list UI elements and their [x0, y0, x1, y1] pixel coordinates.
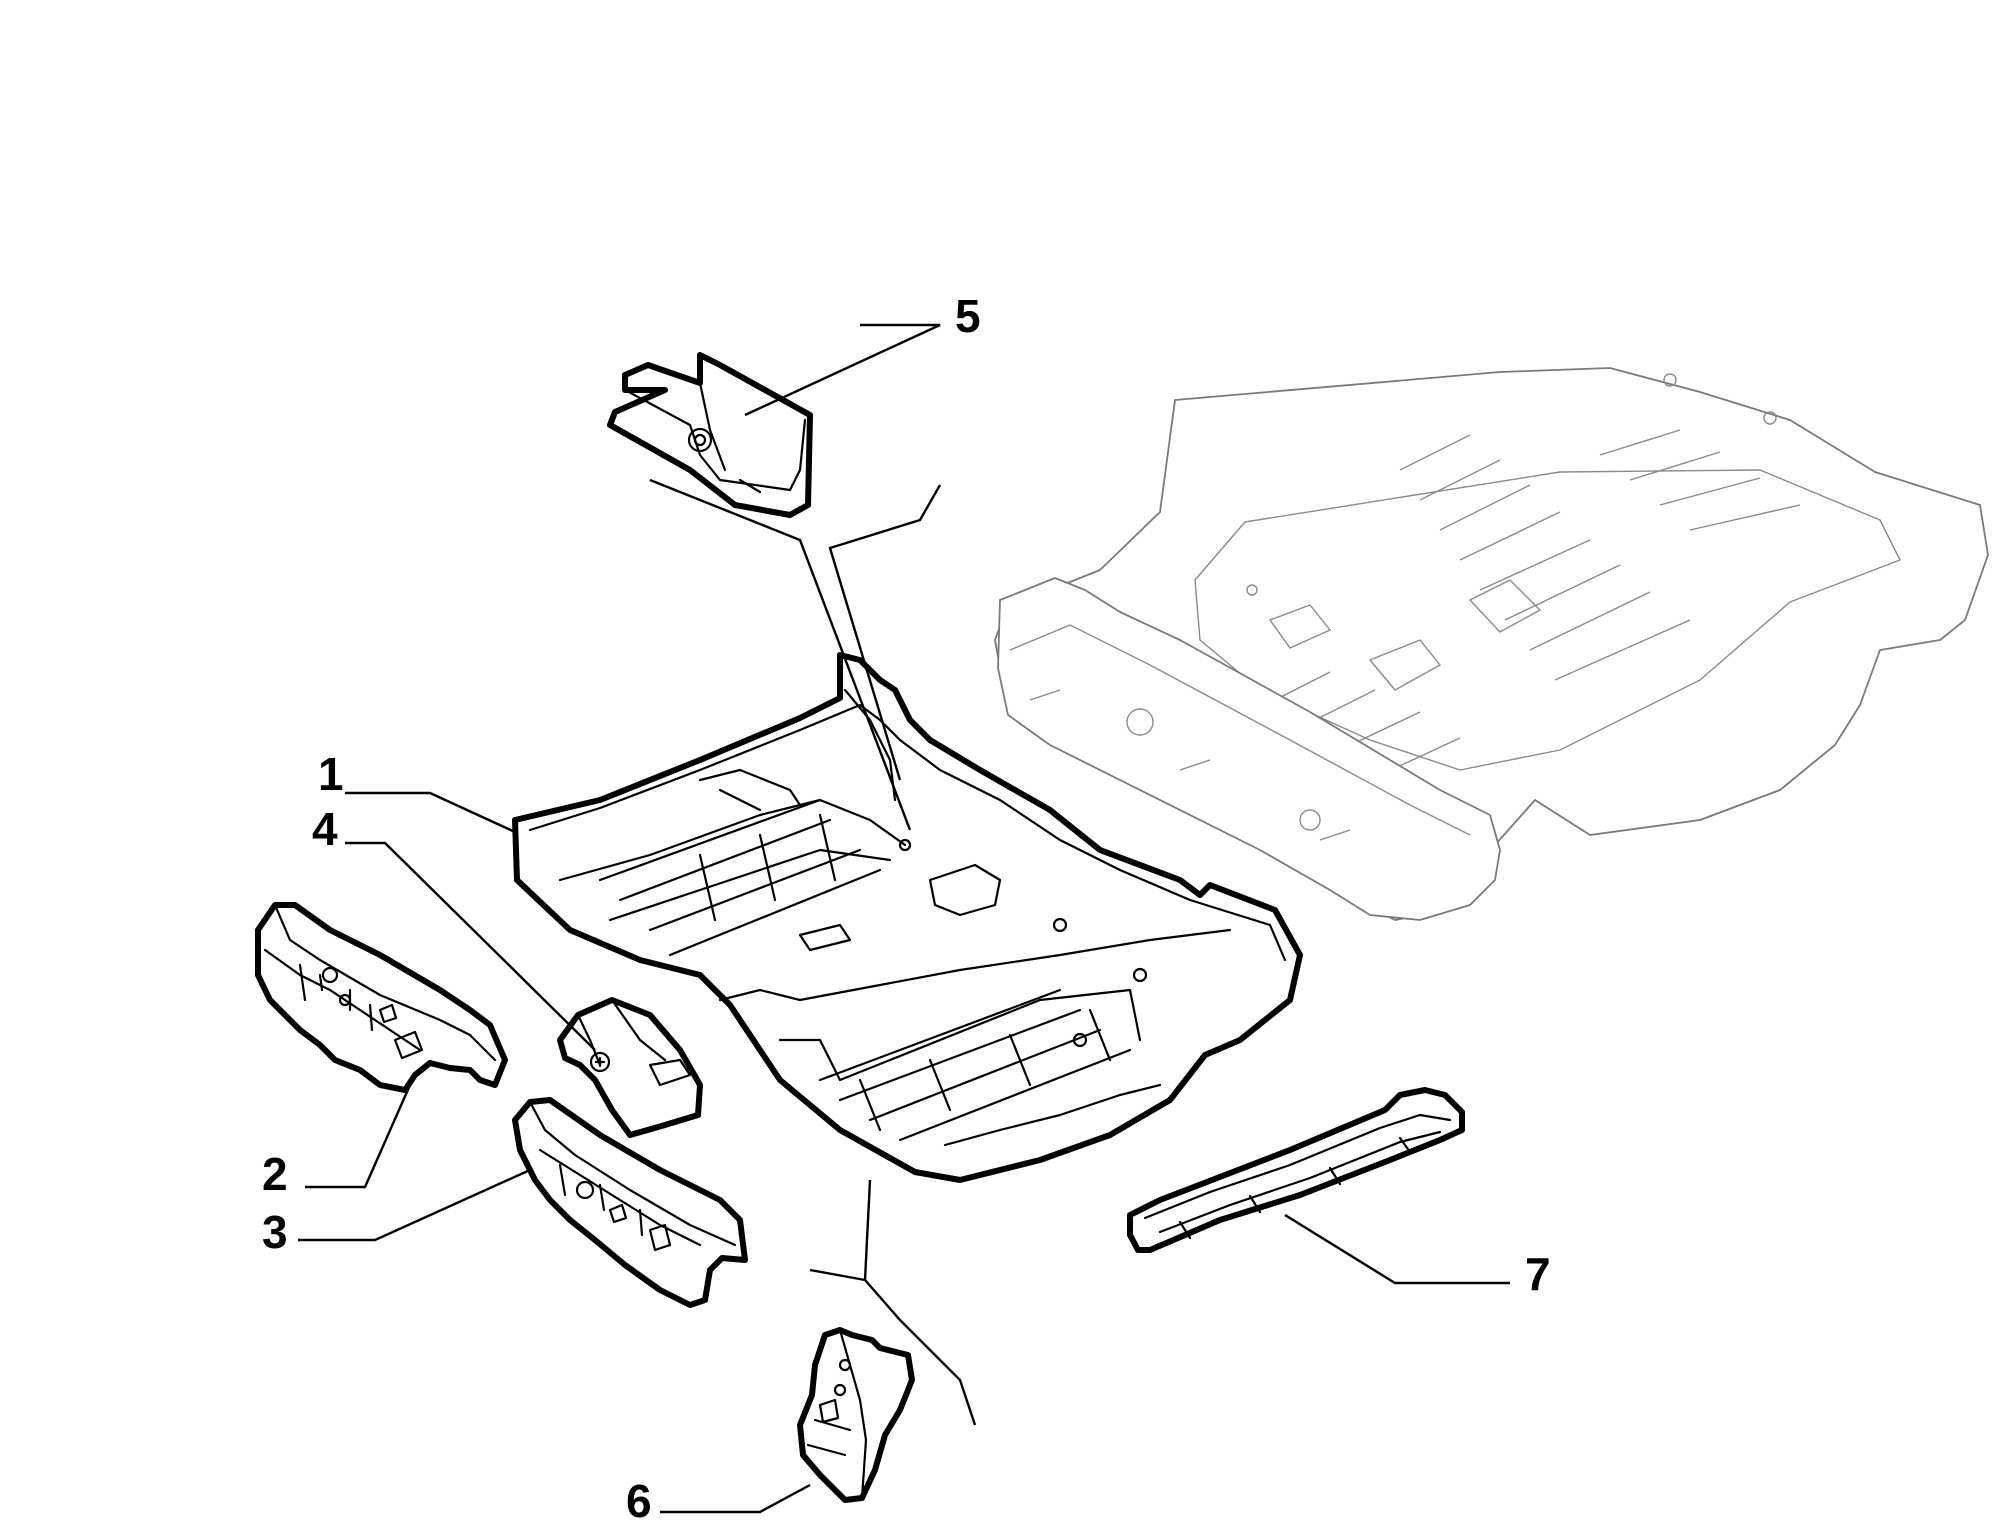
callout-7-label: 7 — [1525, 1248, 1551, 1300]
part-2-cross-member — [255, 902, 508, 1093]
leader-1 — [345, 791, 516, 834]
part-3-cross-member — [512, 1097, 748, 1308]
callout-leaders — [298, 323, 1510, 1514]
leader-4 — [345, 841, 596, 1051]
leader-5 — [744, 323, 941, 417]
callout-4-label: 4 — [312, 803, 338, 855]
part-7-sill-member — [1127, 1087, 1465, 1253]
leader-6 — [660, 1483, 811, 1514]
callout-1-label: 1 — [318, 748, 344, 800]
part-6-bracket — [797, 1179, 977, 1503]
part-1-front-floor-pan — [512, 478, 1303, 1183]
leader-3 — [298, 1168, 531, 1242]
leader-7 — [1284, 1213, 1510, 1285]
callout-2-label: 2 — [262, 1148, 288, 1200]
complete-floor-assembly-ghost — [994, 367, 1989, 921]
leader-2 — [305, 1084, 412, 1189]
callout-3-label: 3 — [262, 1206, 288, 1258]
part-5-bracket — [607, 352, 813, 518]
callout-labels: 1 4 5 2 3 6 7 — [262, 290, 1551, 1520]
part-4-bracket — [557, 997, 703, 1138]
callout-5-label: 5 — [955, 290, 981, 342]
callout-6-label: 6 — [626, 1475, 652, 1520]
